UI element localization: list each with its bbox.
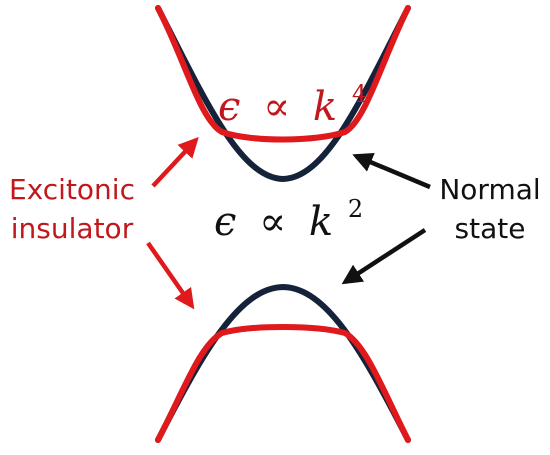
excitonic-arrow-lower xyxy=(146,241,195,310)
quartic-k: k xyxy=(313,84,337,130)
quadratic-formula: ϵ ∝ k 2 xyxy=(214,195,363,245)
svg-text:state: state xyxy=(455,212,526,245)
normal-label-line2: state xyxy=(455,212,526,245)
excitonic-conduction-band xyxy=(155,5,411,143)
excitonic-valence-band xyxy=(155,324,411,443)
svg-text:Normal: Normal xyxy=(439,173,540,206)
quartic-exponent: 4 xyxy=(352,80,367,108)
normal-conduction-band xyxy=(155,5,411,183)
quadratic-epsilon: ϵ xyxy=(214,199,236,245)
quartic-epsilon: ϵ xyxy=(218,84,240,130)
svg-text:insulator: insulator xyxy=(11,212,134,245)
quadratic-proportional: ∝ xyxy=(259,199,286,245)
excitonic-label-line1: Excitonic xyxy=(9,173,135,206)
normal-label-line1: Normal xyxy=(439,173,540,206)
normal-arrow-upper xyxy=(352,152,431,190)
quartic-formula: ϵ ∝ k 4 xyxy=(218,80,367,130)
normal-arrow-lower xyxy=(341,228,427,285)
quartic-proportional: ∝ xyxy=(263,84,290,130)
excitonic-label-line2: insulator xyxy=(11,212,134,245)
svg-text:Excitonic: Excitonic xyxy=(9,173,135,206)
quadratic-exponent: 2 xyxy=(348,195,363,223)
quadratic-k: k xyxy=(309,199,333,245)
excitonic-arrow-upper xyxy=(151,137,199,188)
